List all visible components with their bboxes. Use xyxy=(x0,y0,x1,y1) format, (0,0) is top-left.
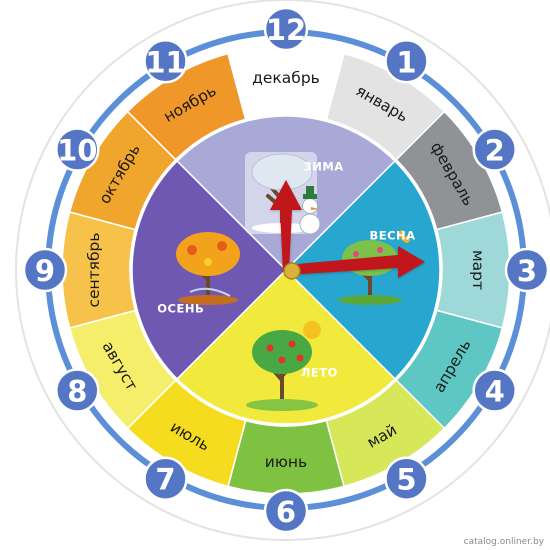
month-number-2: 2 xyxy=(485,134,505,168)
butterfly-icon xyxy=(399,230,410,243)
month-number-badge-7: 7 xyxy=(143,456,188,501)
season-label-summer: ЛЕТО xyxy=(301,366,338,380)
month-number-4: 4 xyxy=(485,375,505,409)
season-label-winter: ЗИМА xyxy=(304,160,344,174)
month-number-badge-11: 11 xyxy=(143,39,188,84)
snowman-icon xyxy=(299,186,321,235)
month-sectors xyxy=(61,45,511,495)
season-label-spring: ВЕСНА xyxy=(369,228,415,242)
month-label-6: июнь xyxy=(265,453,307,471)
season-labels: ЗИМА ВЕСНА ЛЕТО ОСЕНЬ xyxy=(157,160,415,380)
month-label-3: март xyxy=(469,250,487,290)
month-number-3: 3 xyxy=(517,254,537,288)
month-number-badge-8: 8 xyxy=(55,368,100,413)
month-number-10: 10 xyxy=(57,134,97,168)
hands-pivot xyxy=(283,262,301,280)
hour-hand[interactable] xyxy=(270,180,302,272)
summer-tree-illustration xyxy=(246,321,321,411)
autumn-tree-illustration xyxy=(176,232,240,305)
month-number-5: 5 xyxy=(396,463,416,497)
month-number-badge-6: 6 xyxy=(263,488,309,534)
month-label-12: декабрь xyxy=(252,69,320,87)
month-number-7: 7 xyxy=(155,463,175,497)
month-number-9: 9 xyxy=(35,254,55,288)
month-number-12: 12 xyxy=(266,13,306,47)
month-number-badge-4: 4 xyxy=(472,368,517,413)
month-number-badge-2: 2 xyxy=(472,127,517,172)
watermark-text: catalog.onliner.by xyxy=(463,537,544,547)
month-number-11: 11 xyxy=(145,45,185,79)
month-number-badge-5: 5 xyxy=(384,456,429,501)
month-number-6: 6 xyxy=(276,495,296,529)
month-number-badge-1: 1 xyxy=(384,39,429,84)
month-number-badge-3: 3 xyxy=(504,247,550,293)
month-number-badge-9: 9 xyxy=(22,247,68,293)
month-number-badge-12: 12 xyxy=(263,6,309,52)
month-number-1: 1 xyxy=(396,45,416,79)
month-number-badge-10: 10 xyxy=(55,127,100,172)
minute-hand[interactable] xyxy=(286,246,425,278)
clock-hands xyxy=(270,180,425,280)
season-label-autumn: ОСЕНЬ xyxy=(157,301,204,315)
month-number-8: 8 xyxy=(67,375,87,409)
month-sector-12 xyxy=(227,45,345,121)
month-label-9: сентябрь xyxy=(85,232,103,307)
